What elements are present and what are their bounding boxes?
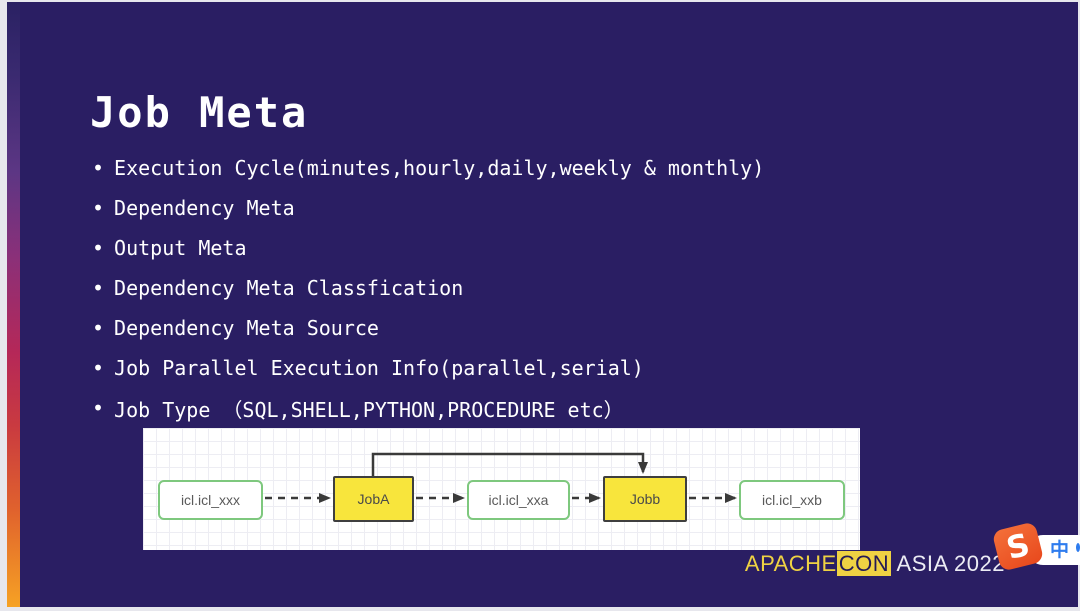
brand-con-highlight: CON xyxy=(836,551,892,576)
bullet-item: • Output Meta xyxy=(92,228,764,268)
brand-apache: APACHE xyxy=(744,551,837,576)
dependency-arrows xyxy=(265,452,737,503)
bullet-item: • Dependency Meta Source xyxy=(92,308,764,348)
bullet-text: Dependency Meta Classfication xyxy=(114,276,464,300)
bullet-list: • Execution Cycle(minutes,hourly,daily,w… xyxy=(92,148,764,428)
job-dependency-diagram: icl.icl_xxx JobA icl.icl_xxa Jobb icl.ic… xyxy=(143,428,860,550)
bullet-text: Job Parallel Execution Info(parallel,ser… xyxy=(114,356,644,380)
bullet-icon: • xyxy=(92,156,105,180)
bullet-item: • Dependency Meta xyxy=(92,188,764,228)
diagram-node-job: JobA xyxy=(333,476,414,522)
bullet-text: Dependency Meta xyxy=(114,196,295,220)
solid-skip-arrow xyxy=(371,452,648,476)
bullet-item: • Execution Cycle(minutes,hourly,daily,w… xyxy=(92,148,764,188)
brand-asia-2022: ASIA 2022 xyxy=(891,551,1005,576)
bullet-text: Output Meta xyxy=(114,236,247,260)
bullet-icon: • xyxy=(92,236,105,260)
ime-chinese-mode-indicator[interactable]: 中 xyxy=(1050,538,1070,561)
bullet-icon: • xyxy=(92,396,105,420)
ime-punctuation-icon[interactable] xyxy=(1076,542,1080,552)
bullet-item: • Job Type （SQL,SHELL,PYTHON,PROCEDURE e… xyxy=(92,388,764,428)
diagram-node-job: Jobb xyxy=(603,476,687,522)
diagram-node-table: icl.icl_xxb xyxy=(739,480,845,520)
slide-accent-strip xyxy=(7,2,20,607)
diagram-node-table: icl.icl_xxx xyxy=(158,480,263,520)
bullet-icon: • xyxy=(92,356,105,380)
bullet-icon: • xyxy=(92,276,105,300)
diagram-node-table: icl.icl_xxa xyxy=(467,480,570,520)
bullet-item: • Dependency Meta Classfication xyxy=(92,268,764,308)
bullet-text: Execution Cycle(minutes,hourly,daily,wee… xyxy=(114,156,765,180)
bullet-item: • Job Parallel Execution Info(parallel,s… xyxy=(92,348,764,388)
bullet-text: Dependency Meta Source xyxy=(114,316,379,340)
bullet-icon: • xyxy=(92,316,105,340)
presentation-slide: Job Meta • Execution Cycle(minutes,hourl… xyxy=(7,2,1078,607)
bullet-icon: • xyxy=(92,196,105,220)
sogou-logo-letter: S xyxy=(1002,526,1034,567)
conference-brand: APACHECON ASIA 2022 xyxy=(745,551,1005,577)
slide-title: Job Meta xyxy=(90,88,309,138)
bullet-text: Job Type （SQL,SHELL,PYTHON,PROCEDURE etc… xyxy=(114,397,624,422)
